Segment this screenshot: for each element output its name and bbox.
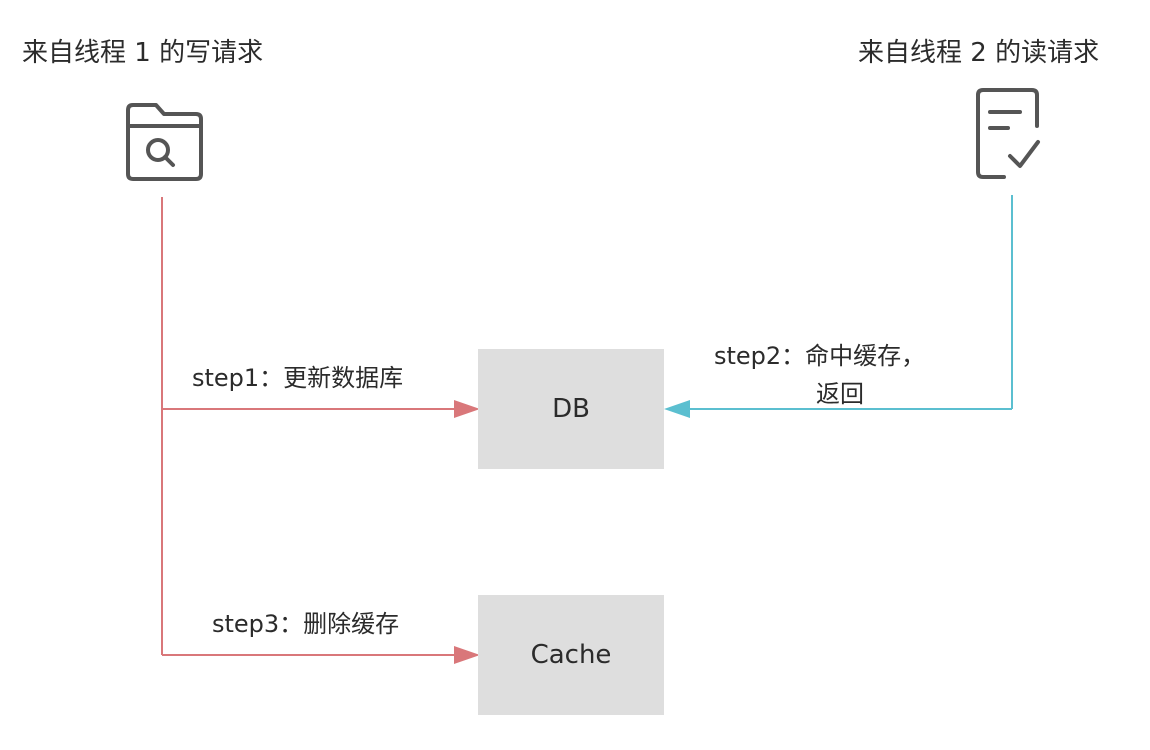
read-thread-title: 来自线程 2 的读请求 bbox=[858, 38, 1100, 68]
db-node: DB bbox=[478, 349, 664, 469]
read-thread-flow bbox=[690, 195, 1013, 410]
cache-node-label: Cache bbox=[530, 640, 612, 670]
step1-label: step1：更新数据库 bbox=[192, 364, 404, 392]
step2-arrowhead bbox=[664, 400, 690, 418]
step2-label-line1: step2：命中缓存， bbox=[714, 342, 926, 370]
step3-arrowhead bbox=[454, 646, 480, 664]
document-check-icon bbox=[976, 88, 1040, 179]
write-thread-flow bbox=[161, 197, 460, 656]
cache-node: Cache bbox=[478, 595, 664, 715]
step2-label-line2: 返回 bbox=[816, 380, 864, 408]
step3-label: step3：删除缓存 bbox=[212, 610, 400, 638]
write-thread-title: 来自线程 1 的写请求 bbox=[22, 38, 264, 68]
folder-search-icon bbox=[126, 103, 203, 181]
db-node-label: DB bbox=[552, 394, 590, 424]
step1-arrowhead bbox=[454, 400, 480, 418]
